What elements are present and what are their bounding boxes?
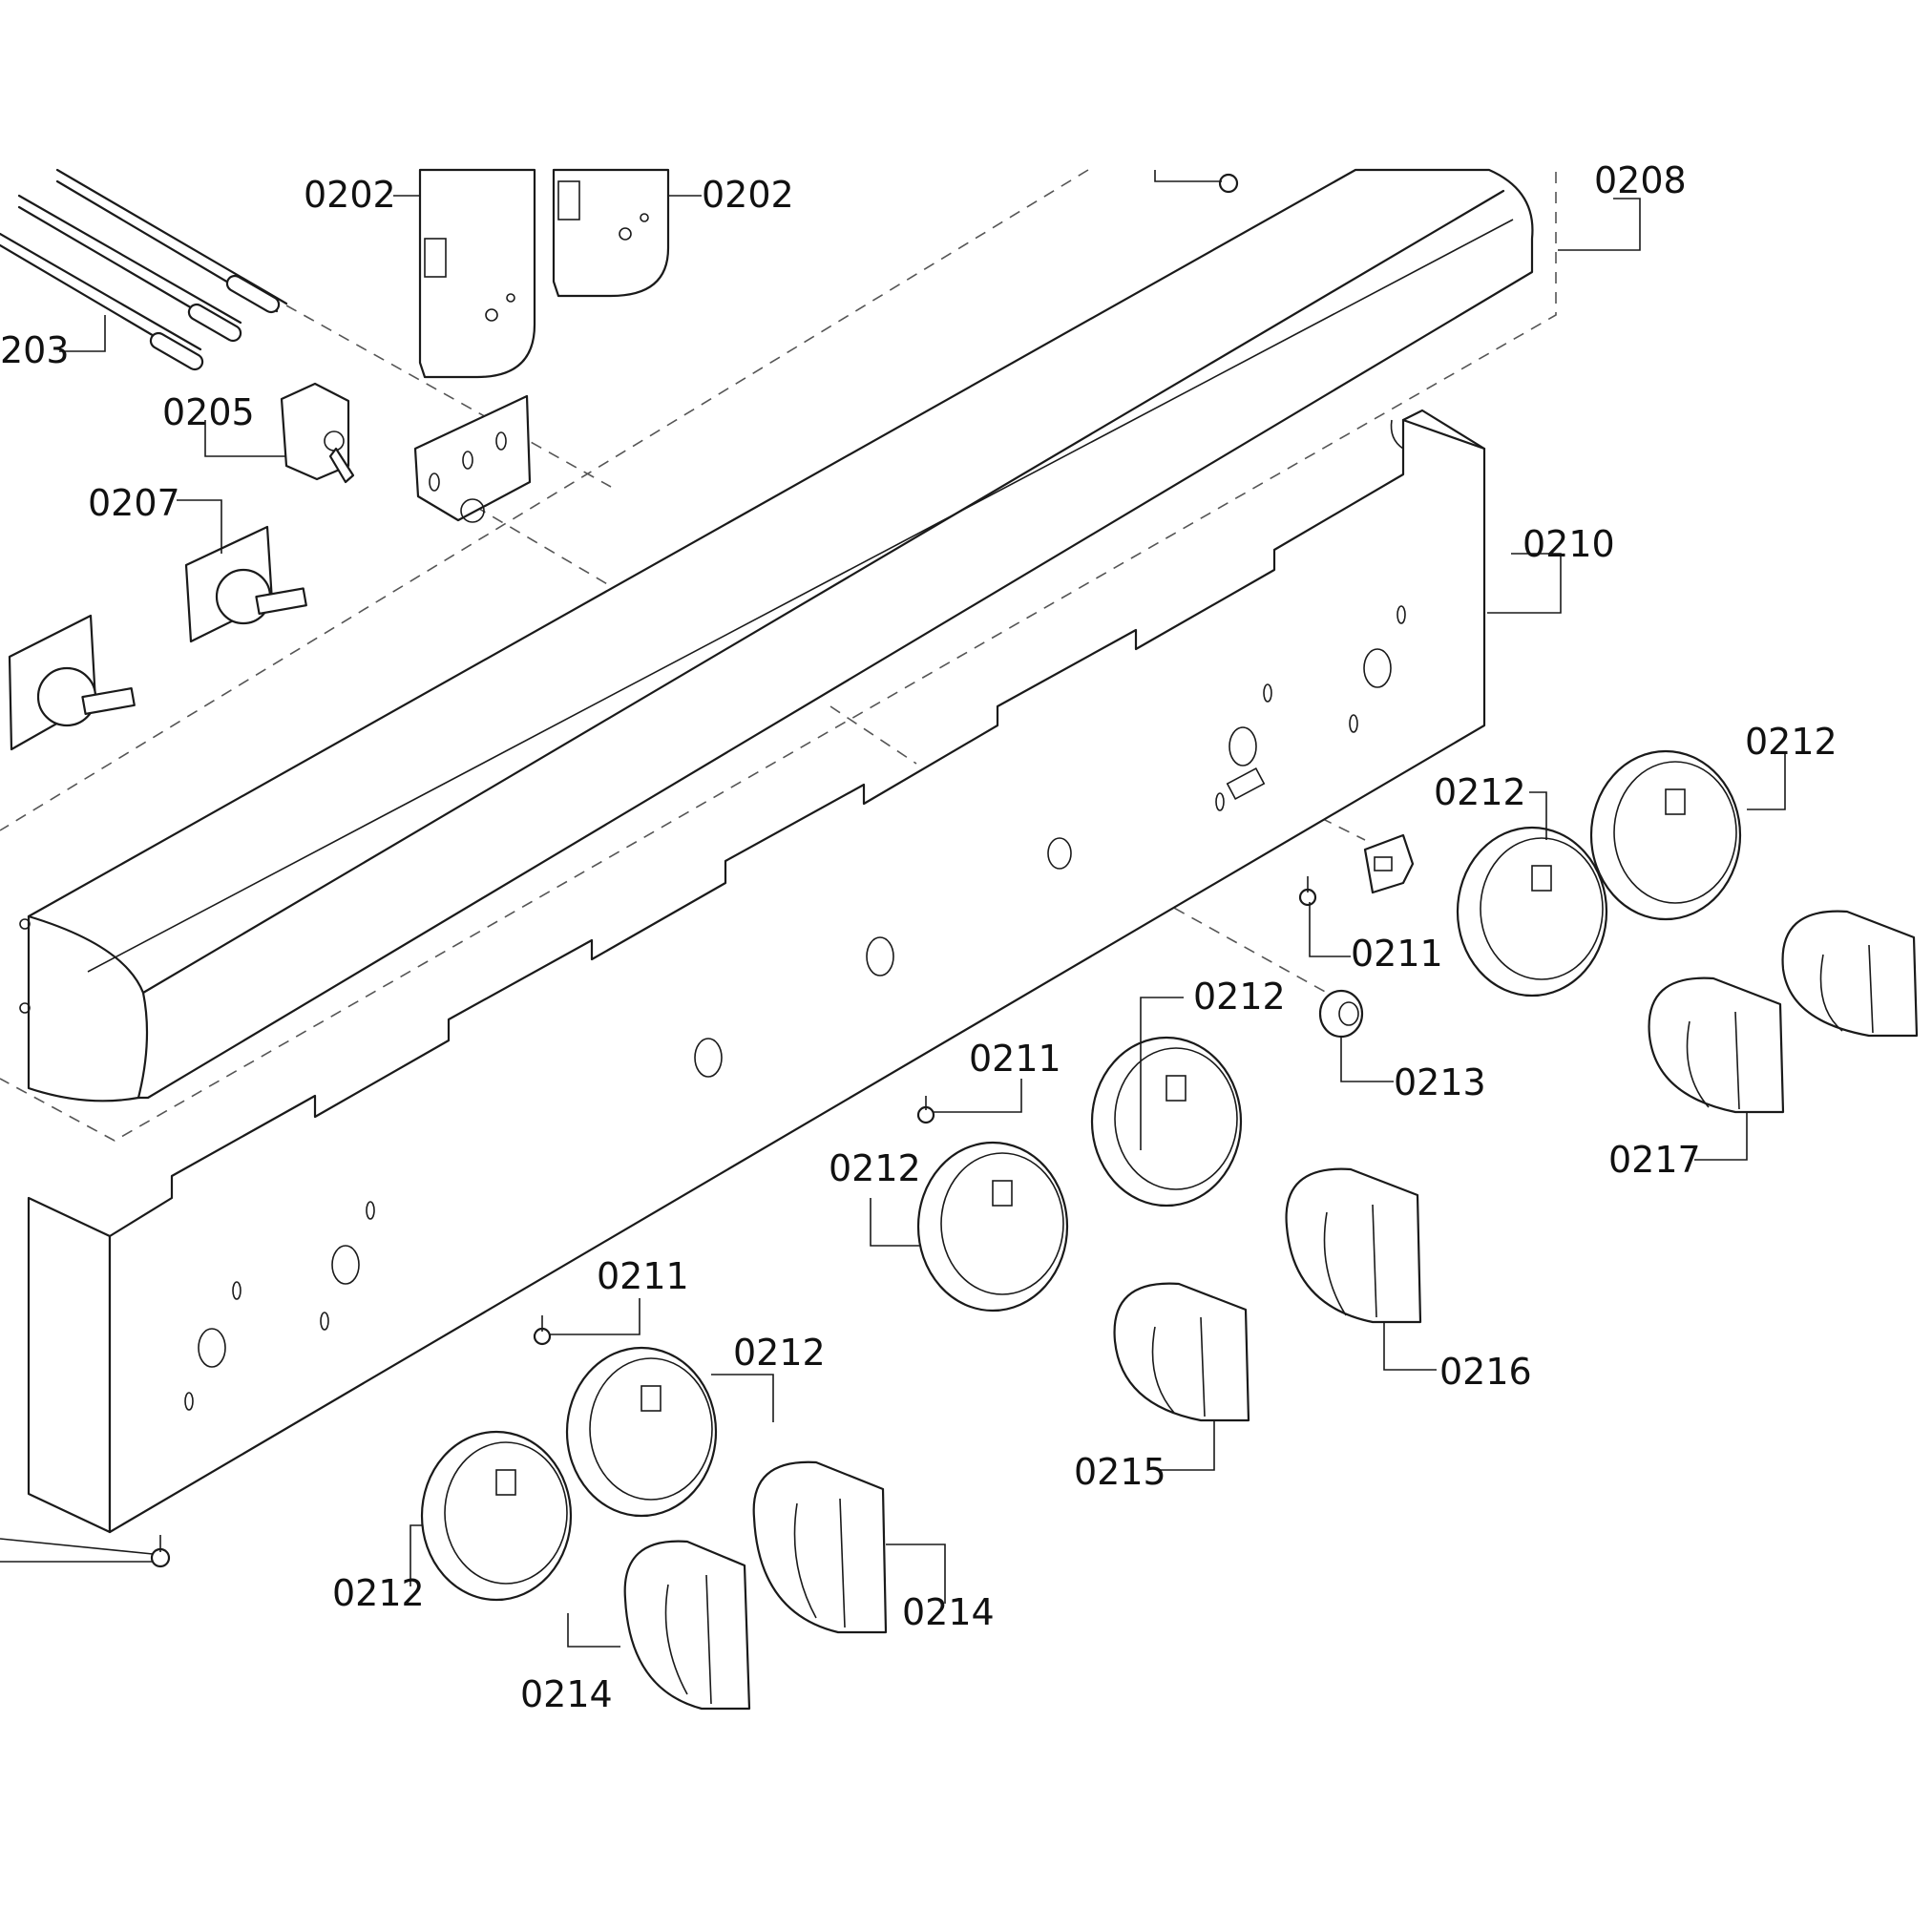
valve-0207-b: [8, 614, 136, 751]
callout-0211c: 0211: [597, 1255, 689, 1297]
knob-0215: [1113, 1282, 1250, 1422]
switch-0205: [280, 382, 355, 484]
callout-0212b: 0212: [1745, 721, 1838, 763]
callout-0203: 203: [0, 329, 70, 371]
callout-0211a: 0211: [1351, 933, 1443, 975]
module-0202-right: [552, 168, 670, 298]
knob-0214-a: [623, 1540, 751, 1711]
ring-0212-d: [1090, 1036, 1243, 1208]
valve-0207-a: [184, 525, 307, 643]
knob-0214-b: [752, 1460, 888, 1634]
callout-0217: 0217: [1608, 1139, 1701, 1181]
control-panel-0210: [27, 409, 1486, 1534]
callout-0212e: 0212: [733, 1332, 826, 1374]
knob-0217-b: [1781, 910, 1919, 1038]
callout-labels: 0202 0202 203 0205 0207 0208 0210 0211 0…: [0, 159, 1838, 1715]
knob-0216: [1285, 1167, 1422, 1324]
rods-0203: [0, 168, 288, 371]
callout-0212c: 0212: [1193, 976, 1286, 1018]
knob-0217-a: [1648, 976, 1785, 1114]
callout-0202a: 0202: [304, 174, 396, 216]
callout-0205: 0205: [162, 391, 255, 433]
module-0202-left: [418, 168, 536, 379]
ring-0212-b: [565, 1346, 718, 1518]
knobs: [623, 910, 1919, 1711]
callout-0215: 0215: [1074, 1451, 1166, 1493]
callout-0212f: 0212: [332, 1572, 425, 1614]
rings-0212: [420, 749, 1742, 1602]
callout-0212d: 0212: [829, 1147, 921, 1189]
ring-0212-f: [1589, 749, 1742, 921]
callout-0207: 0207: [88, 482, 180, 524]
housing-0208: [19, 168, 1534, 1102]
callout-0216: 0216: [1439, 1351, 1532, 1393]
bushing-0213: [1318, 989, 1364, 1039]
callout-0202b: 0202: [702, 174, 794, 216]
callout-0214a: 0214: [902, 1591, 995, 1633]
callout-0211b: 0211: [969, 1038, 1061, 1080]
screw-top: [1154, 170, 1239, 194]
connector-part: [1363, 833, 1415, 894]
ring-0212-e: [1456, 826, 1608, 998]
callout-0214b: 0214: [520, 1673, 613, 1715]
mounting-bracket: [413, 394, 532, 523]
callout-0213: 0213: [1394, 1061, 1486, 1103]
leader-lines: [0, 195, 1786, 1648]
callout-0210: 0210: [1522, 523, 1615, 565]
ring-0212-a: [420, 1430, 573, 1602]
panel-holes: [184, 605, 1406, 1411]
callout-0208: 0208: [1594, 159, 1687, 201]
screws-0211: [150, 876, 1317, 1568]
ring-0212-c: [916, 1141, 1069, 1312]
callout-0212a: 0212: [1434, 771, 1526, 813]
